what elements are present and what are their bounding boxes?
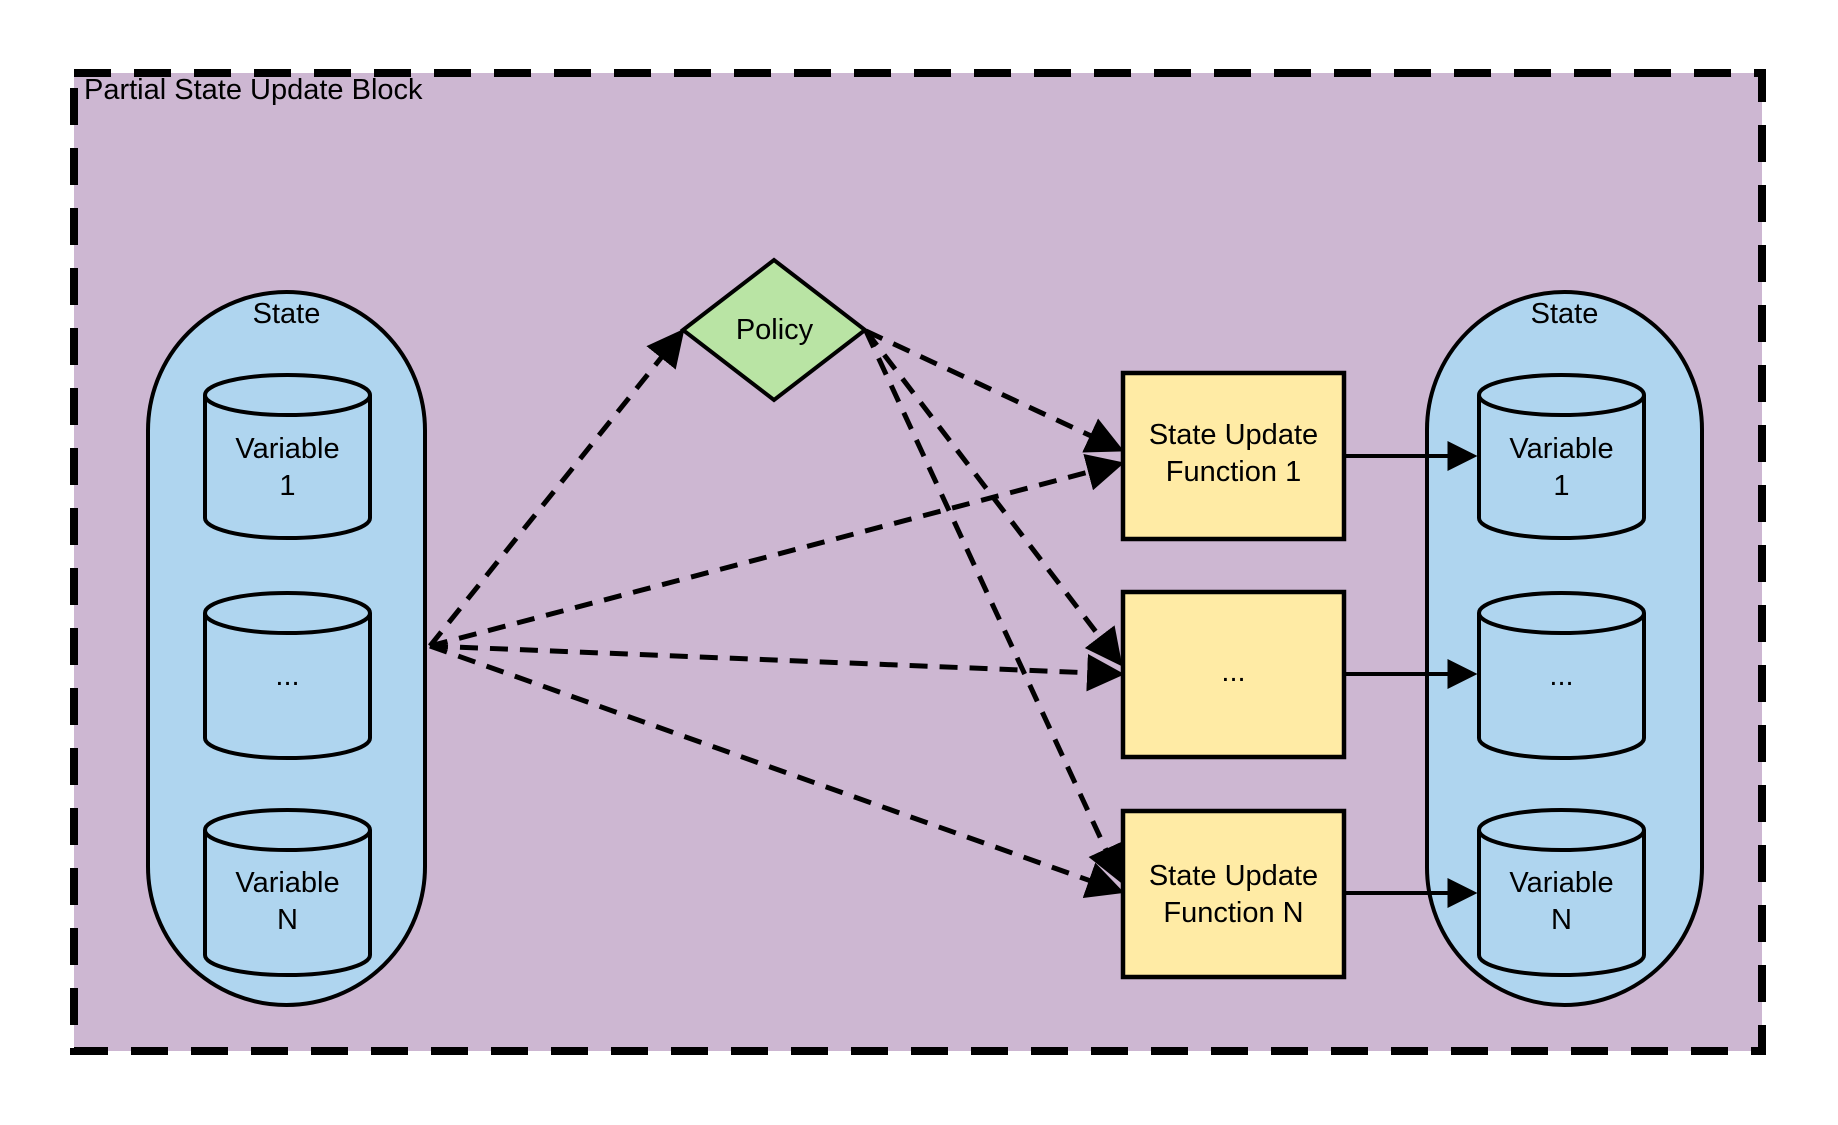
left-variable-1-label: Variable 1 bbox=[235, 433, 340, 502]
left-variable-ellipsis-label: ... bbox=[275, 660, 300, 692]
state-update-function-1-box bbox=[1120, 370, 1347, 542]
right-variable-ellipsis-label: ... bbox=[1549, 660, 1574, 692]
block-title: Partial State Update Block bbox=[84, 74, 423, 106]
left-state-cylinder-ellipsis bbox=[203, 591, 372, 760]
policy-label: Policy bbox=[735, 314, 814, 346]
state-update-function-n-label: State Update Function N bbox=[1148, 860, 1319, 929]
state-update-function-1-label: State Update Function 1 bbox=[1148, 419, 1319, 488]
state-update-function-ellipsis-box bbox=[1120, 589, 1347, 760]
left-variable-n-label: Variable N bbox=[235, 867, 340, 936]
dashed-arrow-state-to-function-n bbox=[429, 643, 1125, 898]
state-update-function-n-box bbox=[1120, 808, 1347, 980]
dashed-arrow-state-to-policy bbox=[428, 328, 685, 648]
right-variable-n-label: Variable N bbox=[1509, 867, 1614, 936]
left-state-cylinder-variable-1 bbox=[203, 373, 372, 540]
left-state-label: State bbox=[252, 298, 321, 330]
right-state-cylinder-variable-1 bbox=[1477, 373, 1646, 540]
state-update-function-ellipsis-label: ... bbox=[1221, 656, 1246, 688]
dashed-arrow-state-to-function-ellipsis bbox=[429, 643, 1125, 692]
dashed-arrow-policy-to-function-ellipsis bbox=[864, 329, 1123, 667]
right-state-label: State bbox=[1530, 298, 1599, 330]
dashed-arrow-policy-to-function-n bbox=[863, 329, 1123, 884]
right-variable-1-label: Variable 1 bbox=[1509, 433, 1614, 502]
right-state-cylinder-ellipsis bbox=[1477, 591, 1646, 760]
right-state-cylinder-variable-n bbox=[1477, 808, 1646, 977]
policy-diamond bbox=[679, 257, 869, 403]
dashed-arrow-policy-to-function-1 bbox=[864, 328, 1125, 453]
left-state-cylinder-variable-n bbox=[203, 808, 372, 977]
